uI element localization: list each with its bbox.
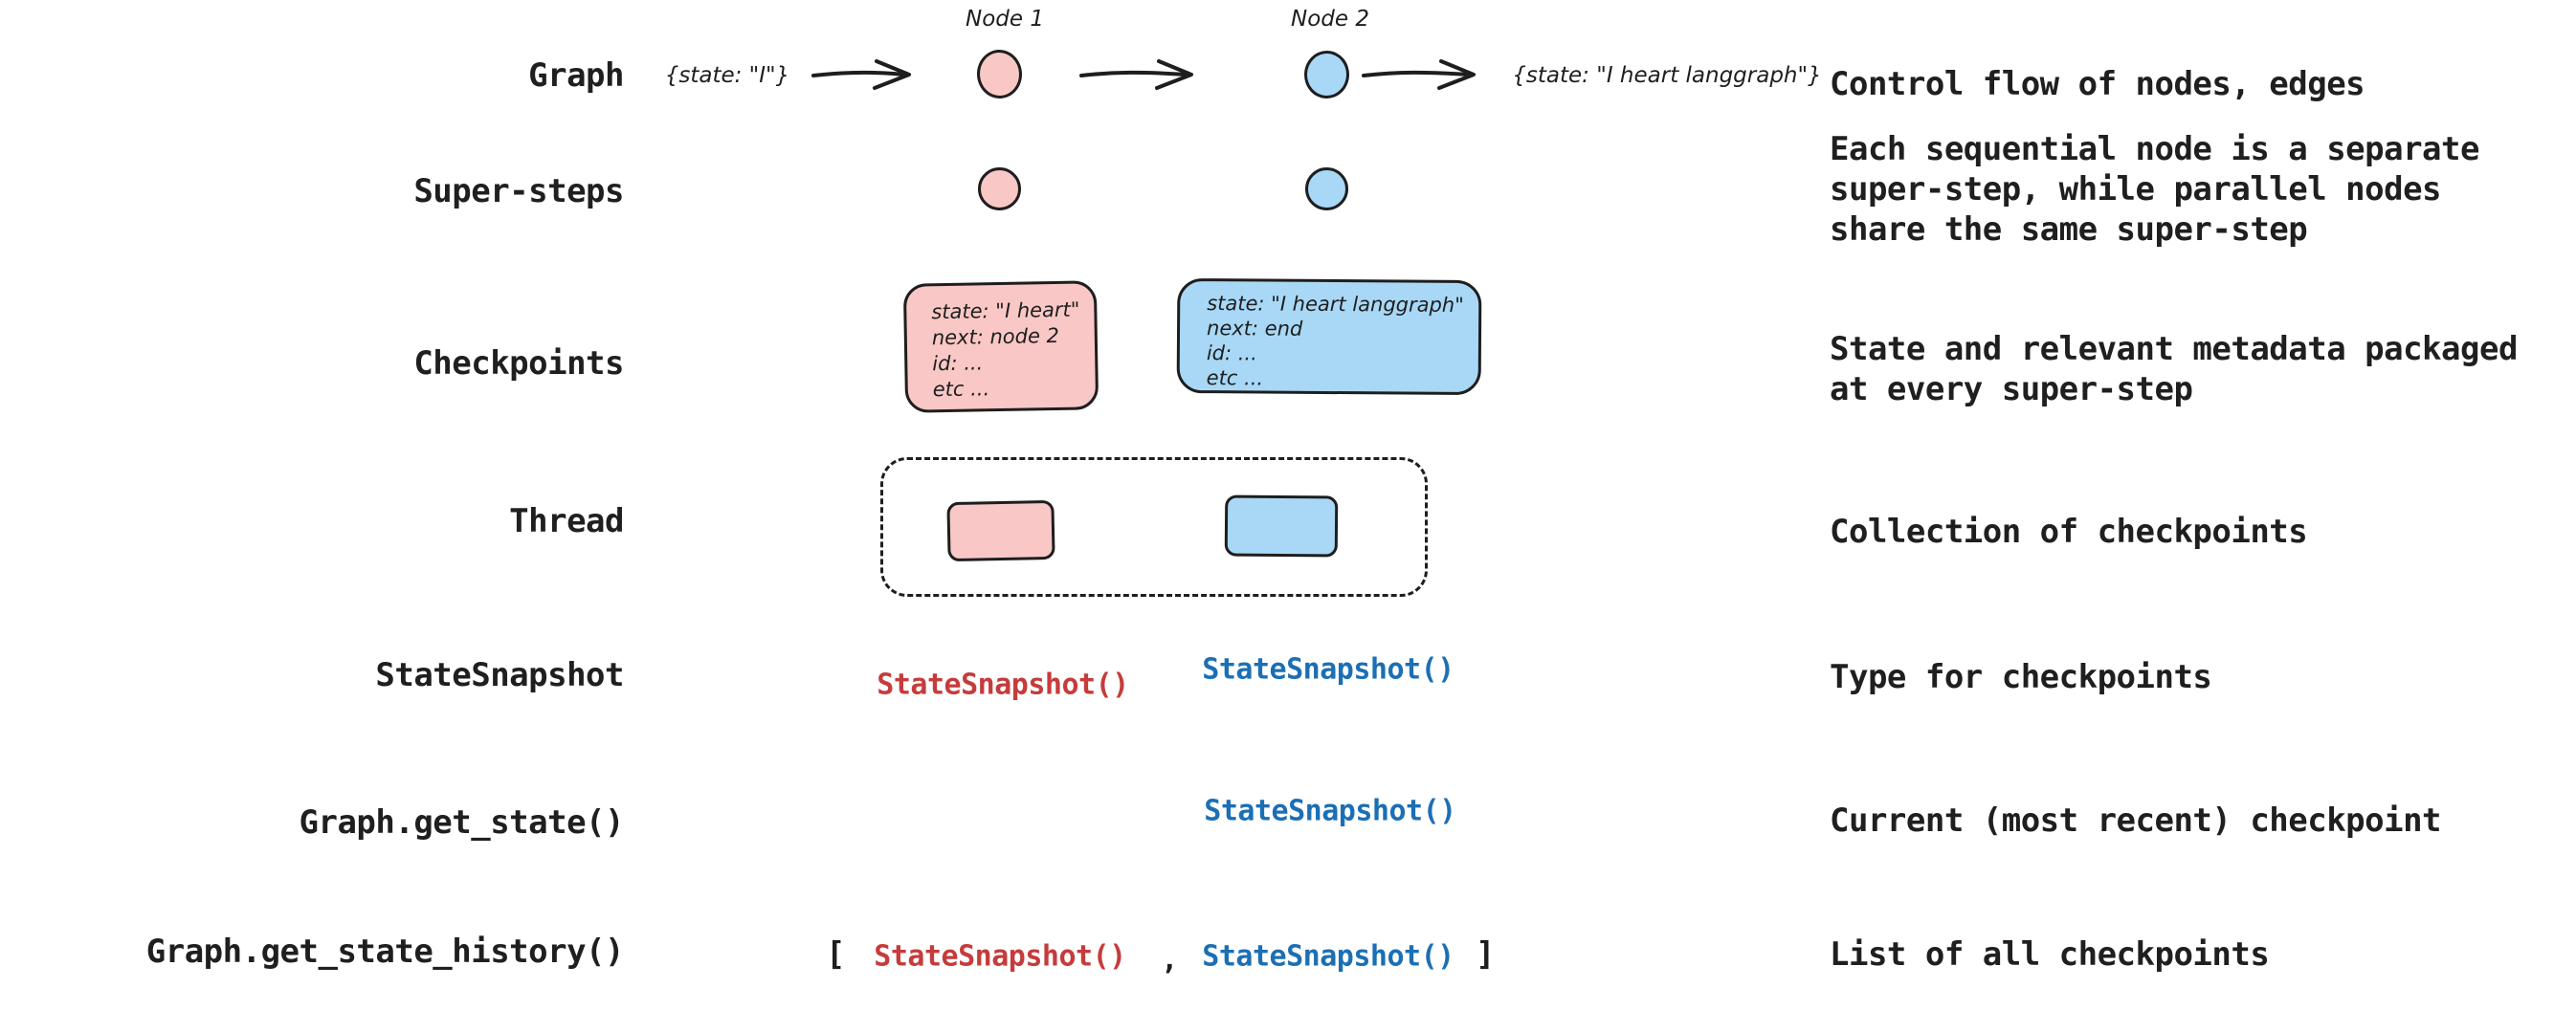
checkpoint-box-blue: state: "I heart langgraph" next: end id:…	[1176, 277, 1482, 396]
node1-circle	[975, 48, 1024, 100]
history-open-bracket: [	[826, 935, 845, 974]
history-blue-snapshot: StateSnapshot()	[1202, 939, 1455, 974]
checkpoint-pink-line: etc ...	[932, 377, 990, 402]
checkpoint-pink-line: state: "I heart"	[931, 297, 1080, 324]
desc-graph: Control flow of nodes, edges	[1830, 64, 2365, 104]
label-get-state-history: Graph.get_state_history()	[145, 933, 625, 971]
label-statesnapshot: StateSnapshot	[375, 656, 624, 694]
label-super-steps: Super-steps	[413, 172, 624, 210]
history-comma: ,	[1161, 943, 1178, 977]
desc-graph-line: Control flow of nodes, edges	[1830, 65, 2365, 103]
checkpoint-pink-line: next: node 2	[931, 323, 1060, 350]
checkpoint-box-pink: state: "I heart" next: node 2 id: ... et…	[902, 280, 1099, 413]
input-state-text: {state: "I"}	[664, 63, 790, 88]
superstep-circle-blue	[1305, 167, 1348, 210]
history-red-snapshot: StateSnapshot()	[874, 939, 1126, 974]
thread-chip-blue	[1224, 494, 1339, 558]
history-close-bracket: ]	[1476, 935, 1495, 974]
snapshot-red-text: StateSnapshot()	[877, 668, 1129, 702]
output-state-text: {state: "I heart langgraph"}	[1512, 63, 1822, 88]
desc-thread-line: Collection of checkpoints	[1830, 513, 2308, 551]
snapshot-blue-text: StateSnapshot()	[1202, 652, 1455, 687]
checkpoint-pink-line: id: ...	[932, 351, 984, 376]
arrow-right-icon	[811, 59, 911, 90]
checkpoint-blue-line: next: end	[1206, 317, 1303, 340]
label-graph: Graph	[528, 56, 624, 95]
desc-super-steps-line: super-step, while parallel nodes	[1830, 170, 2442, 209]
arrow-right-icon	[1362, 59, 1476, 90]
desc-thread: Collection of checkpoints	[1830, 512, 2308, 552]
desc-super-steps-line: share the same super-step	[1830, 210, 2308, 249]
get-state-snapshot-text: StateSnapshot()	[1204, 794, 1456, 828]
desc-super-steps-line: Each sequential node is a separate	[1830, 130, 2479, 168]
node1-label: Node 1	[966, 7, 1044, 32]
desc-checkpoints-line: State and relevant metadata packaged	[1830, 330, 2518, 368]
desc-get-state-line: Current (most recent) checkpoint	[1830, 801, 2442, 840]
desc-get-state: Current (most recent) checkpoint	[1830, 801, 2442, 841]
label-checkpoints: Checkpoints	[413, 344, 624, 383]
desc-statesnapshot: Type for checkpoints	[1830, 657, 2212, 697]
desc-checkpoints-line: at every super-step	[1830, 370, 2193, 408]
thread-dashed-box	[880, 457, 1428, 597]
desc-get-state-history-line: List of all checkpoints	[1830, 935, 2270, 974]
checkpoint-blue-line: state: "I heart langgraph"	[1207, 292, 1464, 317]
desc-statesnapshot-line: Type for checkpoints	[1830, 658, 2212, 696]
checkpoint-blue-line: etc ...	[1206, 366, 1264, 390]
node2-label: Node 2	[1291, 7, 1369, 32]
thread-chip-pink	[946, 499, 1055, 562]
desc-get-state-history: List of all checkpoints	[1830, 934, 2270, 975]
desc-checkpoints: State and relevant metadata packaged at …	[1830, 329, 2518, 409]
checkpoint-blue-line: id: ...	[1206, 341, 1257, 365]
arrow-right-icon	[1079, 59, 1193, 90]
superstep-circle-pink	[978, 167, 1021, 210]
node2-circle	[1303, 50, 1350, 99]
label-thread: Thread	[509, 502, 624, 540]
desc-super-steps: Each sequential node is a separate super…	[1830, 129, 2479, 250]
label-get-state: Graph.get_state()	[299, 803, 625, 842]
